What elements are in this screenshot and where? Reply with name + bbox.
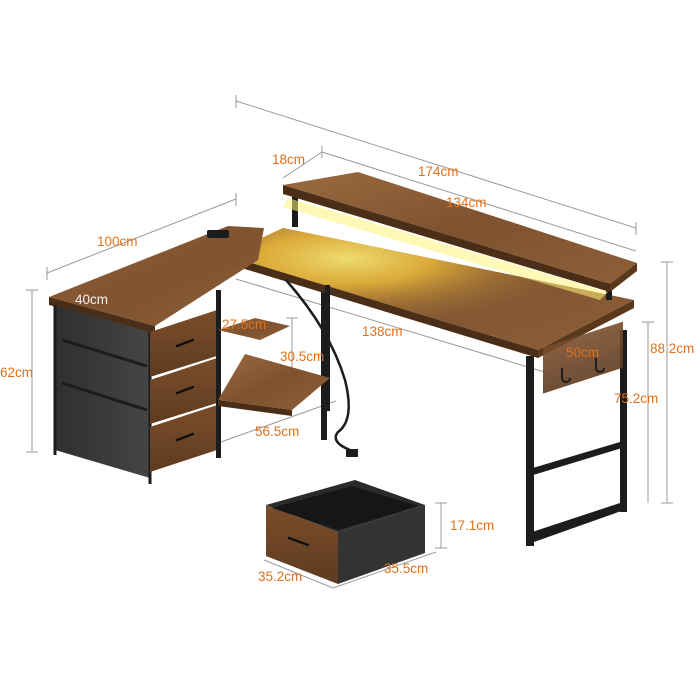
label-total-height: 88.2cm <box>650 341 695 356</box>
label-hutch-width: 134cm <box>446 195 487 210</box>
label-shelf-gap: 30.5cm <box>280 349 325 364</box>
label-side-depth: 40cm <box>75 292 109 307</box>
label-side-length: 100cm <box>97 234 138 249</box>
label-drawer-height: 17.1cm <box>450 518 495 533</box>
label-shelf-width: 56.5cm <box>255 424 300 439</box>
lower-shelf <box>218 354 330 410</box>
dimension-lines <box>26 95 673 589</box>
desk-legs <box>321 290 627 546</box>
label-drawer-width: 35.2cm <box>258 569 303 584</box>
led-strip <box>283 198 608 300</box>
label-shelf-height: 27.5cm <box>222 317 267 332</box>
monitor-shelf <box>283 172 637 284</box>
loose-drawer <box>266 480 425 584</box>
label-cabinet-height: 62cm <box>0 365 34 380</box>
side-top <box>49 226 264 326</box>
side-cabinet <box>49 226 358 484</box>
label-main-length: 138cm <box>362 324 403 339</box>
cable-plug-icon <box>285 279 351 452</box>
label-main-depth: 50cm <box>566 345 600 360</box>
upper-shelf <box>218 318 290 340</box>
main-desk <box>225 172 637 546</box>
label-total-width: 174cm <box>418 164 459 179</box>
label-drawer-depth: 35.5cm <box>384 561 429 576</box>
label-hutch-depth: 18cm <box>272 152 306 167</box>
hook-icon <box>561 358 605 383</box>
label-desk-height: 75.2cm <box>614 391 659 406</box>
